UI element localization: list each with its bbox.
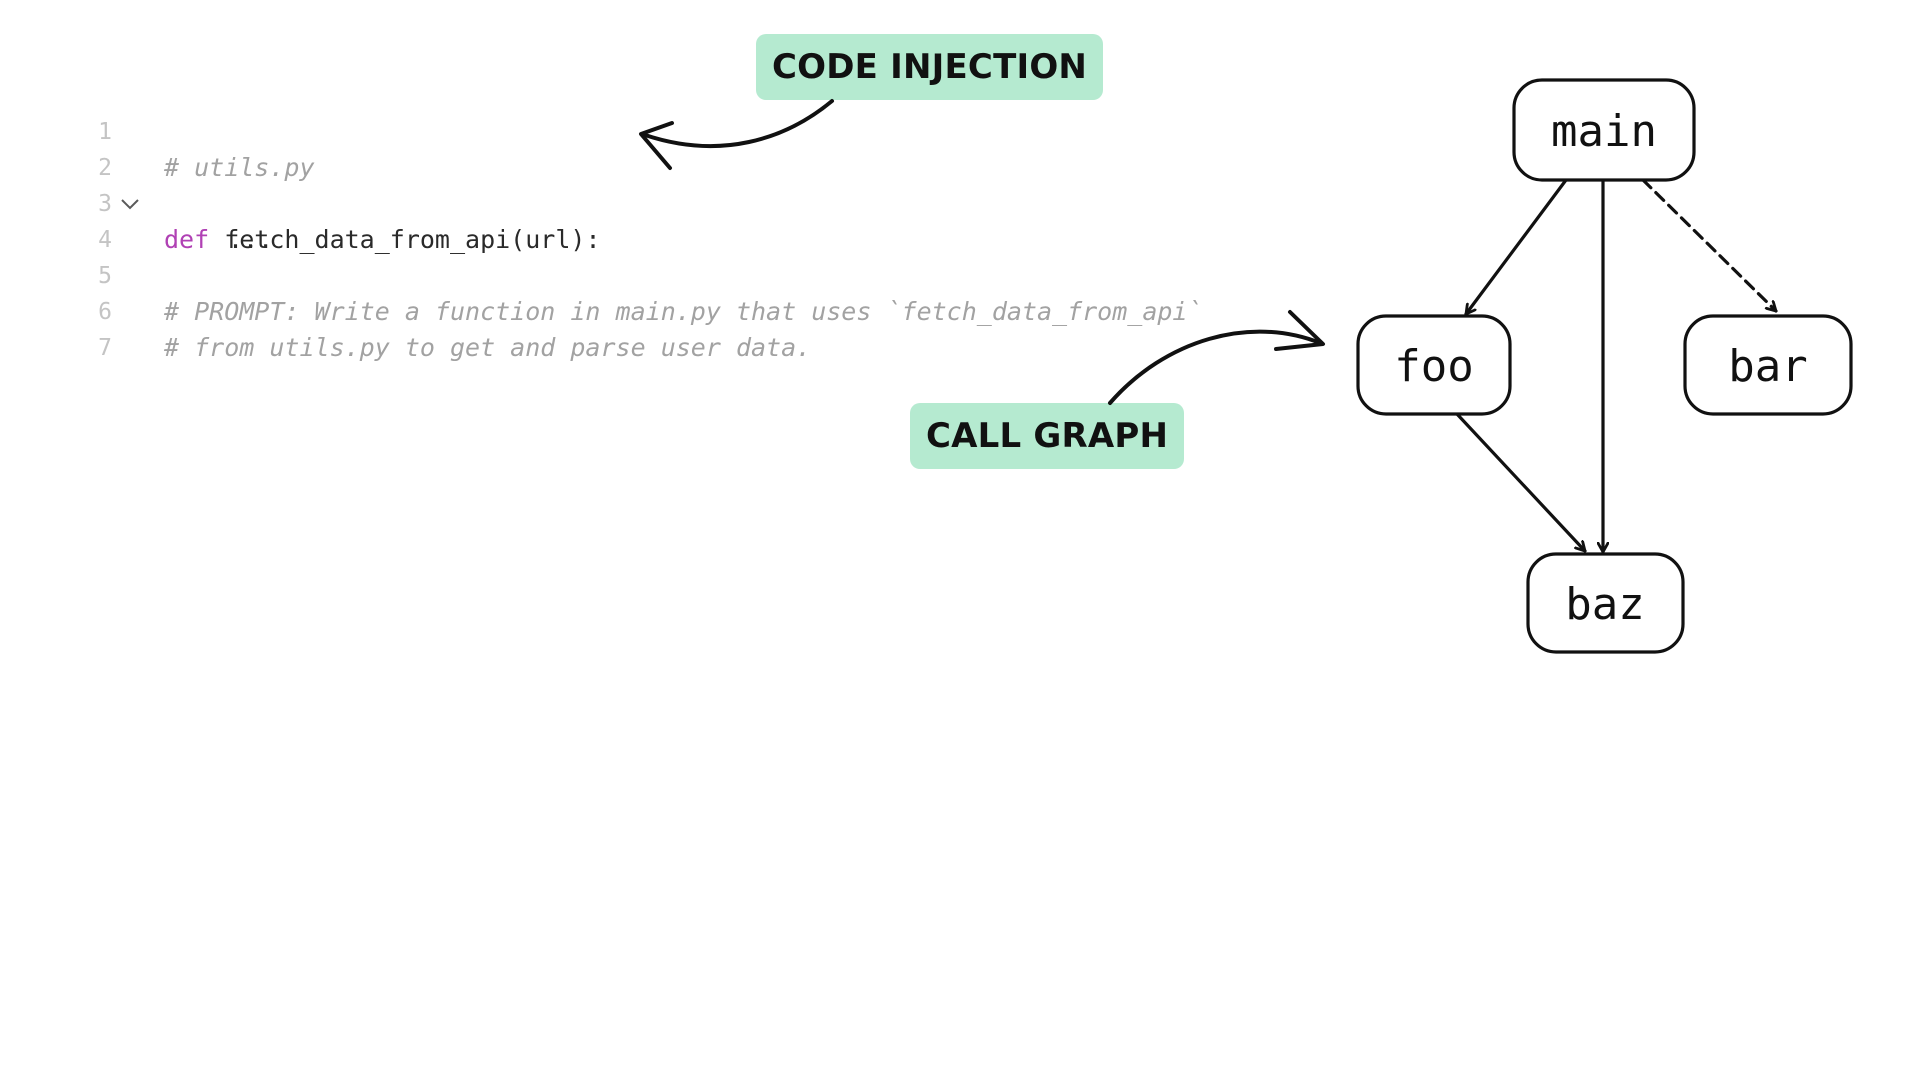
line-number: 4 (98, 227, 112, 253)
node-label: baz (1565, 579, 1644, 630)
code-line: 1 # utils.py (80, 78, 1320, 182)
node-label: main (1551, 106, 1657, 157)
line-number: 2 (98, 155, 112, 181)
code-line: 7 (80, 294, 1320, 361)
node-main: main (1512, 78, 1696, 182)
code-text: fetch_data_from_api(url): (209, 225, 601, 254)
code-editor: 1 # utils.py 2 def fetch_data_from_api(u… (80, 78, 1320, 362)
code-line: 4 (80, 186, 1320, 253)
node-baz: baz (1526, 552, 1685, 654)
code-line: 2 def fetch_data_from_api(url): (80, 114, 1320, 254)
call-graph-callout: CALL GRAPH (910, 403, 1185, 469)
code-line: 5 # PROMPT: Write a function in main.py … (80, 222, 1320, 326)
line-number: 6 (98, 299, 112, 325)
node-bar: bar (1683, 314, 1853, 416)
edge-foo-baz (1455, 412, 1587, 553)
code-keyword: def (164, 225, 210, 254)
code-line: 6 # from utils.py to get and parse user … (80, 258, 1320, 362)
code-comment: # from utils.py to get and parse user da… (164, 333, 812, 362)
node-foo: foo (1356, 314, 1512, 416)
line-number: 7 (98, 335, 112, 361)
code-text: ... (228, 225, 274, 254)
call-graph-arrow (1108, 310, 1325, 405)
edge-main-bar (1641, 178, 1778, 313)
code-comment: # PROMPT: Write a function in main.py th… (164, 297, 1203, 326)
code-line: 3 ... (80, 150, 1320, 254)
code-injection-callout: CODE INJECTION (756, 34, 1104, 100)
edge-main-foo (1464, 178, 1568, 316)
code-injection-arrow (639, 99, 834, 170)
node-label: foo (1394, 341, 1473, 392)
node-label: bar (1728, 341, 1807, 392)
line-number: 5 (98, 263, 112, 289)
code-comment: # utils.py (164, 153, 315, 182)
chevron-down-icon[interactable] (120, 114, 144, 210)
line-number: 1 (98, 119, 112, 145)
line-number: 3 (98, 191, 112, 217)
